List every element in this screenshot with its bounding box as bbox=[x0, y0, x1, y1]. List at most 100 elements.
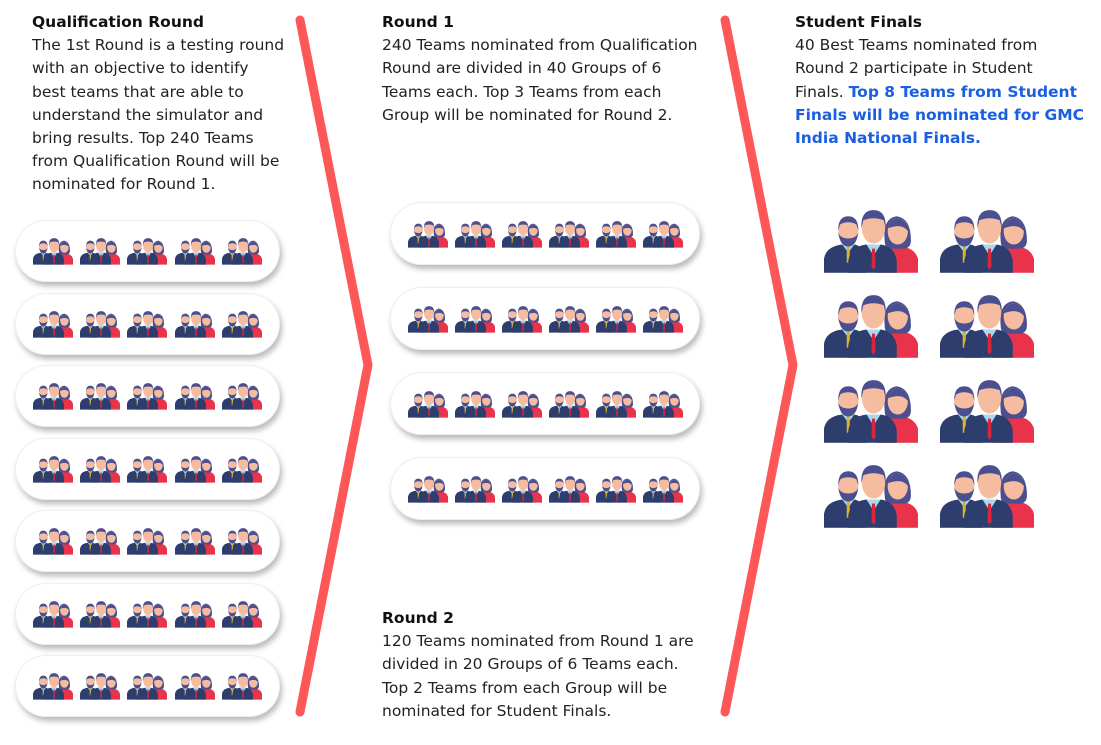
line: best teams that are able to bbox=[32, 82, 244, 101]
line: with an objective to identify bbox=[32, 59, 249, 78]
round1-group bbox=[390, 372, 700, 435]
team-icon bbox=[502, 220, 542, 248]
team-icon bbox=[408, 305, 448, 333]
team-icon bbox=[33, 672, 73, 700]
team-icon bbox=[643, 305, 683, 333]
team-icon bbox=[127, 310, 167, 338]
qualification-group bbox=[15, 582, 280, 645]
team-icon bbox=[596, 305, 636, 333]
line: 40 Best Teams nominated from bbox=[795, 36, 1038, 55]
finalist-team bbox=[940, 293, 1034, 358]
line: nominated for Round 1. bbox=[32, 175, 216, 194]
team-icon bbox=[175, 672, 215, 700]
team-icon bbox=[80, 455, 120, 483]
team-icon bbox=[222, 527, 262, 555]
finalist-team bbox=[940, 463, 1034, 528]
team-icon bbox=[127, 600, 167, 628]
line-part: Finals. bbox=[795, 82, 849, 101]
line: understand the simulator and bbox=[32, 105, 264, 124]
line: Top 2 Teams from each Group will be bbox=[382, 678, 668, 697]
team-icon bbox=[940, 293, 1034, 358]
finalist-team bbox=[940, 378, 1034, 443]
round1-title: Round 1 bbox=[382, 13, 454, 31]
team-icon bbox=[502, 475, 542, 503]
team-icon bbox=[643, 475, 683, 503]
round2-description: Round 2 120 Teams nominated from Round 1… bbox=[382, 607, 694, 723]
team-icon bbox=[455, 305, 495, 333]
team-icon bbox=[824, 378, 918, 443]
team-icon bbox=[175, 455, 215, 483]
team-icon bbox=[175, 527, 215, 555]
team-icon bbox=[549, 305, 589, 333]
finalist-team bbox=[940, 208, 1034, 273]
finalist-team bbox=[824, 463, 918, 528]
qualification-title: Qualification Round bbox=[32, 13, 204, 31]
qualification-group bbox=[15, 292, 280, 355]
chevron-arrow-1 bbox=[295, 15, 373, 717]
line: 240 Teams nominated from Qualification bbox=[382, 36, 698, 55]
team-icon bbox=[127, 237, 167, 265]
team-icon bbox=[502, 390, 542, 418]
qualification-group bbox=[15, 655, 280, 717]
line: from Qualification Round will be bbox=[32, 152, 280, 171]
qualification-description: Qualification Round The 1st Round is a t… bbox=[32, 11, 284, 197]
line: Round 2 participate in Student bbox=[795, 59, 1033, 78]
finalist-team bbox=[824, 293, 918, 358]
finals-description: Student Finals 40 Best Teams nominated f… bbox=[795, 11, 1084, 150]
team-icon bbox=[33, 600, 73, 628]
highlight: Finals will be nominated for GMC bbox=[795, 105, 1084, 124]
team-icon bbox=[824, 293, 918, 358]
team-icon bbox=[222, 382, 262, 410]
team-icon bbox=[222, 600, 262, 628]
chevron-arrow-2 bbox=[720, 15, 798, 717]
team-icon bbox=[33, 310, 73, 338]
highlight: India National Finals. bbox=[795, 129, 981, 148]
team-icon bbox=[824, 208, 918, 273]
line: Teams each. Top 3 Teams from each bbox=[382, 82, 662, 101]
team-icon bbox=[549, 220, 589, 248]
team-icon bbox=[33, 237, 73, 265]
team-icon bbox=[824, 463, 918, 528]
team-icon bbox=[127, 455, 167, 483]
round1-group bbox=[390, 202, 700, 265]
round2-title: Round 2 bbox=[382, 609, 454, 627]
team-icon bbox=[596, 475, 636, 503]
highlight: Top 8 Teams from Student bbox=[848, 82, 1077, 101]
finals-title: Student Finals bbox=[795, 13, 922, 31]
team-icon bbox=[80, 600, 120, 628]
team-icon bbox=[549, 390, 589, 418]
team-icon bbox=[80, 382, 120, 410]
team-icon bbox=[33, 527, 73, 555]
team-icon bbox=[175, 237, 215, 265]
team-icon bbox=[940, 378, 1034, 443]
finalist-team bbox=[824, 208, 918, 273]
team-icon bbox=[222, 237, 262, 265]
line: divided in 20 Groups of 6 Teams each. bbox=[382, 655, 679, 674]
team-icon bbox=[80, 672, 120, 700]
team-icon bbox=[455, 475, 495, 503]
team-icon bbox=[127, 527, 167, 555]
team-icon bbox=[33, 382, 73, 410]
round1-group bbox=[390, 287, 700, 350]
qualification-group bbox=[15, 437, 280, 500]
team-icon bbox=[80, 527, 120, 555]
team-icon bbox=[222, 455, 262, 483]
line: Round are divided in 40 Groups of 6 bbox=[382, 59, 662, 78]
qualification-group bbox=[15, 220, 280, 282]
round1-group bbox=[390, 457, 700, 520]
team-icon bbox=[127, 382, 167, 410]
team-icon bbox=[455, 220, 495, 248]
team-icon bbox=[502, 305, 542, 333]
team-icon bbox=[455, 390, 495, 418]
team-icon bbox=[408, 390, 448, 418]
team-icon bbox=[940, 208, 1034, 273]
line: The 1st Round is a testing round bbox=[32, 36, 285, 55]
team-icon bbox=[643, 220, 683, 248]
line: Group will be nominated for Round 2. bbox=[382, 105, 673, 124]
team-icon bbox=[175, 600, 215, 628]
team-icon bbox=[33, 455, 73, 483]
team-icon bbox=[127, 672, 167, 700]
line: bring results. Top 240 Teams bbox=[32, 129, 254, 148]
team-icon bbox=[222, 310, 262, 338]
